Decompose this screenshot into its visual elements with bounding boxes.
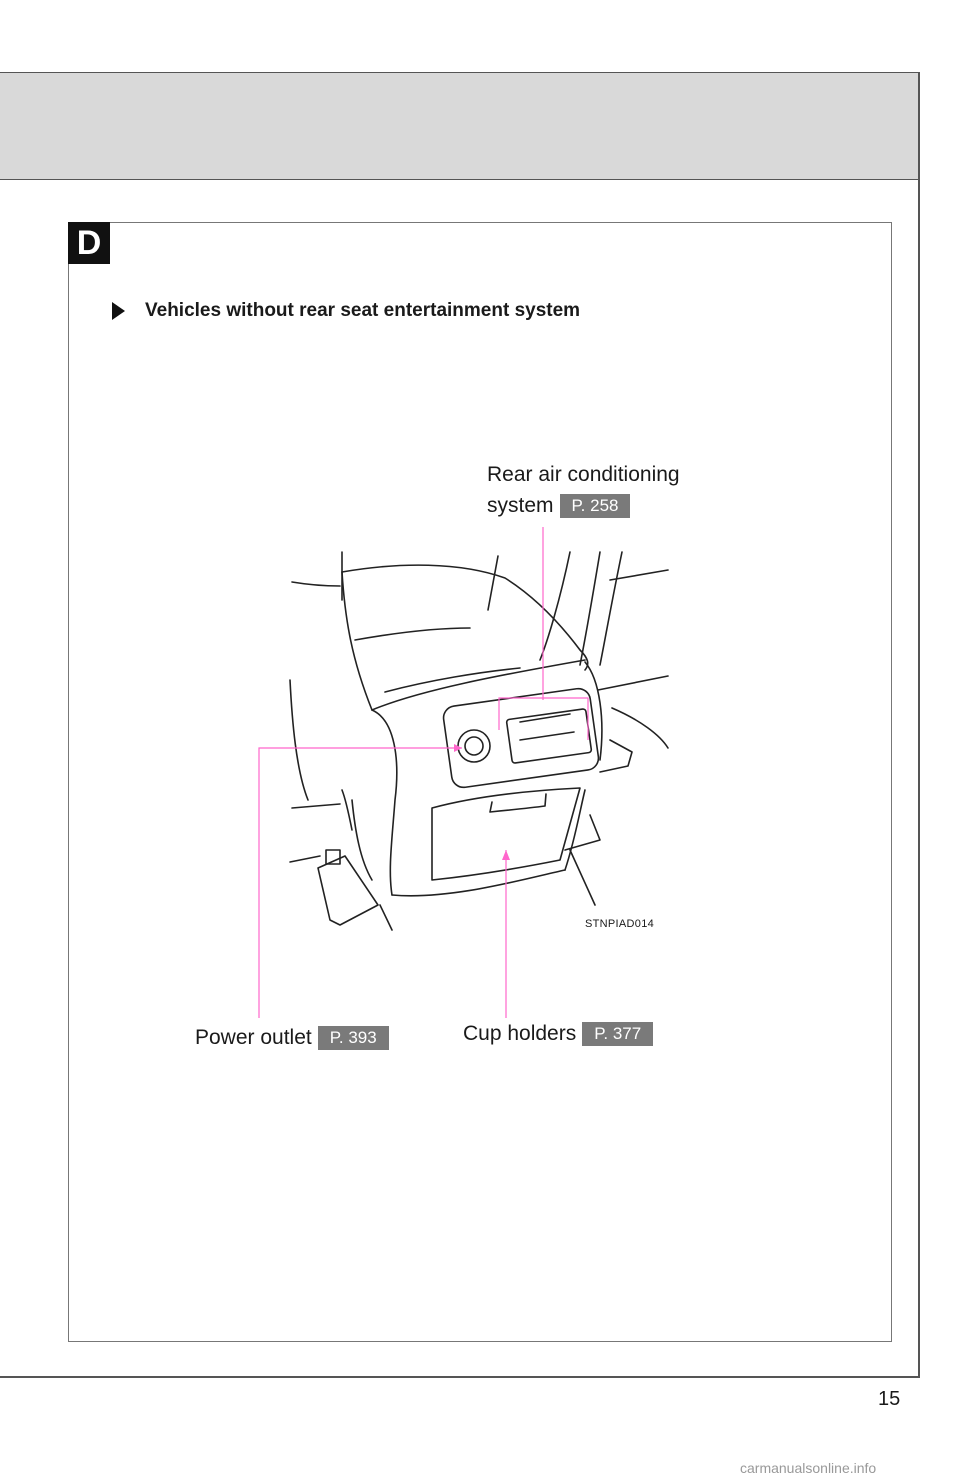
section-badge: D bbox=[68, 222, 110, 264]
rear-ac-label-line1: Rear air conditioning bbox=[487, 463, 680, 486]
section-heading-text: Vehicles without rear seat entertainment… bbox=[145, 300, 581, 321]
power-outlet-page-ref[interactable]: P. 393 bbox=[317, 1026, 389, 1051]
page-number: 15 bbox=[878, 1388, 901, 1410]
page-frame-right bbox=[918, 72, 920, 1378]
triangle-bullet-icon bbox=[112, 302, 125, 320]
rear-ac-label-line2: system bbox=[487, 494, 554, 517]
section-heading: Vehicles without rear seat entertainment… bbox=[112, 300, 580, 322]
cup-holders-page-ref[interactable]: P. 377 bbox=[582, 1022, 654, 1047]
power-outlet-label-text: Power outlet bbox=[195, 1026, 312, 1049]
watermark: carmanualsonline.info bbox=[740, 1460, 877, 1476]
rear-ac-page-ref[interactable]: P. 258 bbox=[559, 494, 631, 519]
content-box bbox=[68, 222, 892, 1342]
cup-holders-label-text: Cup holders bbox=[463, 1022, 577, 1045]
image-code: STNPIAD014 bbox=[585, 918, 655, 930]
header-band bbox=[0, 72, 920, 180]
page-frame-bottom bbox=[0, 1376, 920, 1378]
